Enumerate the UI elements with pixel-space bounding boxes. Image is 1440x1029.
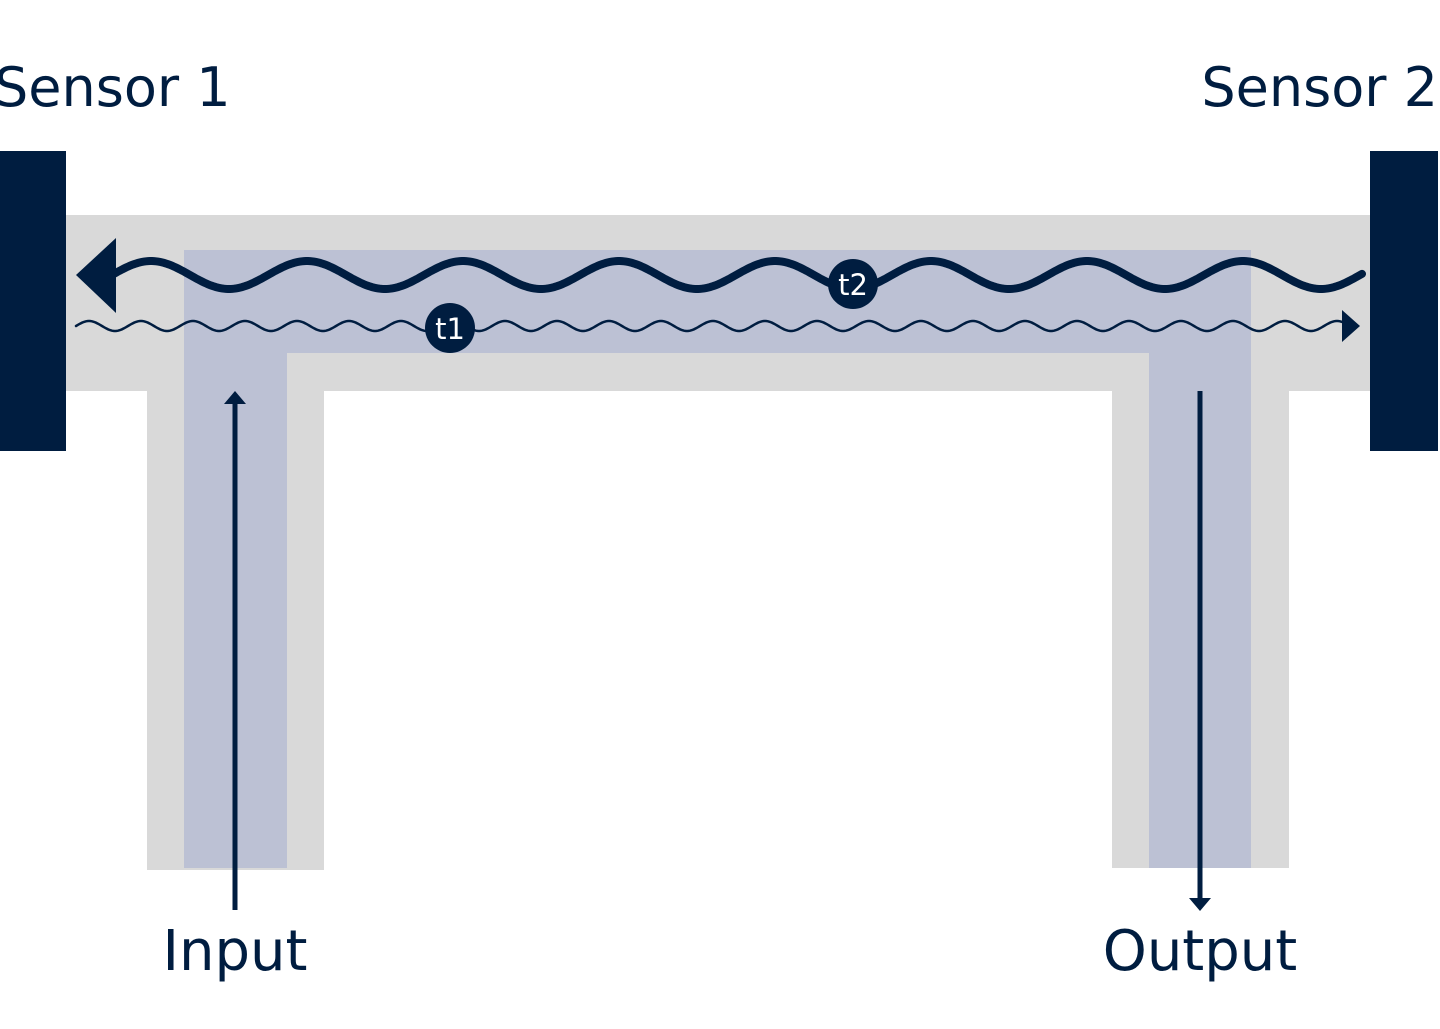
output-flow-arrowhead xyxy=(1189,898,1211,911)
t1-badge: t1 xyxy=(425,303,475,353)
fluid-channel xyxy=(184,250,1251,868)
fluid-channel-top xyxy=(184,250,1251,353)
upstream-wave xyxy=(108,257,1366,293)
t2-badge-circle xyxy=(828,259,878,309)
upstream-arrowhead xyxy=(76,238,116,313)
sensor-2-block xyxy=(1370,151,1438,451)
input-label: Input xyxy=(162,919,307,984)
t2-badge: t2 xyxy=(828,259,878,309)
input-flow-arrowhead xyxy=(224,391,246,404)
t1-badge-label: t1 xyxy=(435,312,465,346)
t1-badge-circle xyxy=(425,303,475,353)
sensor-1-label: Sensor 1 xyxy=(0,56,231,119)
sensor-2-label: Sensor 2 xyxy=(1201,56,1438,119)
downstream-arrowhead xyxy=(1342,310,1360,342)
sensor-1-block xyxy=(0,151,66,451)
output-label: Output xyxy=(1103,919,1298,984)
t2-badge-label: t2 xyxy=(838,268,868,302)
downstream-wave xyxy=(74,319,1346,333)
